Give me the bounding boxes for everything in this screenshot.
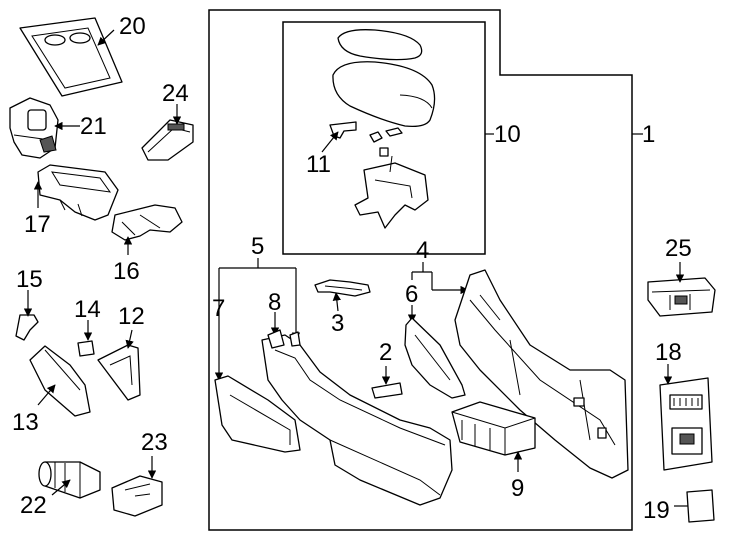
shift-lever-assembly bbox=[9, 97, 59, 159]
callout-12: 12 bbox=[118, 303, 145, 330]
leader-11 bbox=[321, 131, 339, 153]
console-body-5 bbox=[261, 329, 453, 506]
leader-12 bbox=[125, 329, 134, 349]
callout-24: 24 bbox=[162, 80, 189, 107]
side-panel-13 bbox=[29, 345, 91, 417]
leader-3 bbox=[332, 292, 342, 312]
callout-18: 18 bbox=[655, 339, 682, 366]
storage-box-9 bbox=[451, 401, 536, 456]
clip-15 bbox=[15, 314, 39, 341]
callout-2: 2 bbox=[379, 339, 392, 366]
leader-22 bbox=[51, 479, 71, 496]
callout-25: 25 bbox=[665, 235, 692, 262]
lid-hinge-parts bbox=[329, 121, 403, 157]
side-panel-6 bbox=[404, 317, 466, 399]
callout-14: 14 bbox=[74, 296, 101, 323]
bracket-3 bbox=[314, 279, 371, 297]
side-panel-4 bbox=[454, 269, 629, 479]
callout-15: 15 bbox=[16, 266, 43, 293]
usb-port bbox=[141, 119, 194, 161]
callout-13: 13 bbox=[12, 409, 39, 436]
clip-14 bbox=[77, 340, 95, 357]
callout-10: 10 bbox=[494, 121, 521, 148]
callout-23: 23 bbox=[141, 429, 168, 456]
rear-vent-panel-18 bbox=[659, 377, 713, 471]
pad-19 bbox=[686, 489, 715, 523]
bracket-16 bbox=[111, 204, 183, 241]
callout-6: 6 bbox=[405, 281, 418, 308]
callout-5: 5 bbox=[251, 233, 264, 260]
callout-11: 11 bbox=[306, 151, 331, 178]
switch-panel-25 bbox=[647, 277, 716, 317]
callout-7: 7 bbox=[212, 295, 225, 322]
side-cover-7 bbox=[214, 375, 301, 453]
callout-17: 17 bbox=[24, 211, 51, 238]
callout-19: 19 bbox=[643, 497, 670, 524]
callout-22: 22 bbox=[20, 492, 47, 519]
callout-16: 16 bbox=[113, 258, 140, 285]
leader-13 bbox=[37, 384, 56, 406]
armrest-lid bbox=[332, 29, 436, 128]
callout-21: 21 bbox=[80, 113, 107, 140]
callout-4: 4 bbox=[416, 237, 429, 264]
leader-4 bbox=[411, 262, 469, 295]
leader-20 bbox=[97, 29, 115, 46]
lid-latch-bracket bbox=[354, 155, 429, 229]
leader-5 bbox=[214, 258, 301, 381]
clip-2 bbox=[371, 382, 403, 399]
callout-8: 8 bbox=[268, 289, 281, 316]
tray-insert bbox=[37, 164, 119, 221]
side-trim-12 bbox=[97, 344, 141, 401]
callout-1: 1 bbox=[642, 121, 655, 148]
callout-3: 3 bbox=[331, 310, 344, 337]
callout-20: 20 bbox=[119, 13, 146, 40]
shift-bezel bbox=[19, 17, 123, 97]
armrest-assembly-frame bbox=[282, 21, 486, 255]
callout-9: 9 bbox=[511, 475, 524, 502]
console-assembly-frame bbox=[208, 9, 633, 531]
switch-23 bbox=[111, 475, 163, 517]
